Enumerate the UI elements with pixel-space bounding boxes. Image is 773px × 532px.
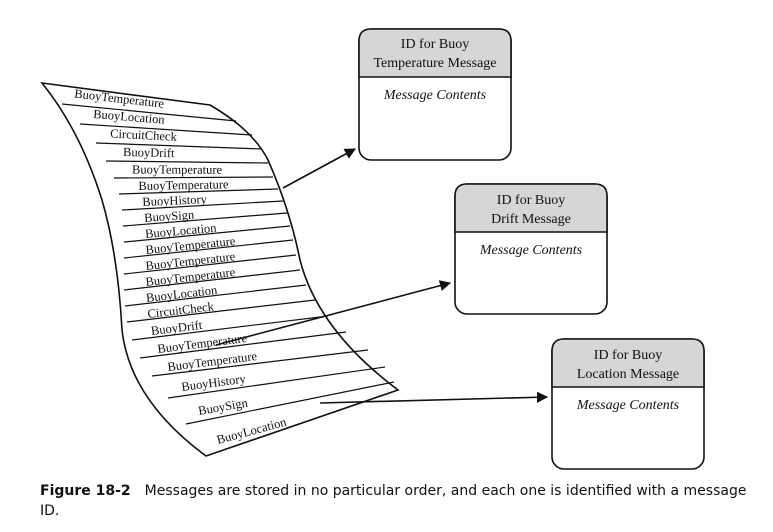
strip-row-divider — [79, 123, 253, 136]
strip-rows — [61, 103, 395, 425]
box-body: Message Contents — [576, 398, 680, 413]
strip-row-divider — [123, 269, 301, 291]
arrow-to-temperature-box — [282, 148, 356, 189]
strip-message-label: CircuitCheck — [110, 127, 178, 144]
strip-row-divider — [118, 188, 279, 195]
message-diagram: BuoyTemperatureBuoyLocationCircuitCheckB… — [40, 28, 705, 470]
strip-row-divider — [139, 331, 347, 359]
strip-message-label: BuoySign — [144, 208, 196, 225]
box-title-line1: ID for Buoy — [594, 348, 662, 363]
strip-message-label: BuoyLocation — [145, 221, 218, 241]
strip-row-divider — [121, 200, 284, 211]
strip-outline — [40, 81, 400, 457]
strip-message-label: BuoyDrift — [150, 318, 203, 338]
strip-row-divider — [126, 299, 316, 323]
caption-label: Figure 18-2 — [40, 483, 131, 499]
strip-row-divider — [185, 381, 395, 425]
arrow-to-drift-box — [215, 280, 452, 346]
caption-text: Messages are stored in no particular ord… — [40, 483, 747, 519]
strip-message-label: BuoyDrift — [123, 145, 175, 160]
strip-row-divider — [124, 284, 307, 307]
strip-message-label: BuoyLocation — [93, 107, 166, 127]
strip-row-divider — [61, 103, 237, 122]
box-header — [358, 28, 512, 78]
message-box-drift: ID for Buoy Drift Message Message Conten… — [454, 183, 608, 315]
strip-message-label: BuoyTemperature — [138, 177, 229, 193]
strip-row-divider — [113, 176, 274, 179]
box-body: Message Contents — [383, 88, 487, 103]
box-title-line2: Location Message — [577, 367, 679, 382]
strip-row-divider — [122, 212, 288, 227]
strip-message-label: BuoyHistory — [142, 192, 208, 209]
strip-row-divider — [105, 160, 269, 164]
message-box-location: ID for Buoy Location Message Message Con… — [551, 338, 705, 470]
message-strip: BuoyTemperatureBuoyLocationCircuitCheckB… — [40, 81, 400, 457]
box-header — [551, 338, 705, 388]
strip-row-divider — [131, 315, 329, 341]
strip-row-divider — [95, 142, 263, 150]
strip-message-label: BuoyTemperature — [132, 163, 223, 177]
strip-labels: BuoyTemperatureBuoyLocationCircuitCheckB… — [74, 87, 289, 447]
strip-row-divider — [123, 225, 291, 243]
box-title-line1: ID for Buoy — [497, 193, 565, 208]
strip-row-divider — [167, 366, 386, 399]
box-title-line2: Drift Message — [491, 212, 571, 227]
box-body: Message Contents — [479, 243, 583, 258]
message-box-temperature: ID for Buoy Temperature Message Message … — [358, 28, 512, 161]
strip-row-divider — [151, 349, 369, 377]
box-header — [454, 183, 608, 233]
box-title-line1: ID for Buoy — [401, 37, 469, 52]
arrow-to-location-box — [319, 391, 549, 404]
strip-row-divider — [123, 254, 297, 275]
box-title-line2: Temperature Message — [373, 56, 496, 71]
strip-row-divider — [123, 239, 294, 259]
